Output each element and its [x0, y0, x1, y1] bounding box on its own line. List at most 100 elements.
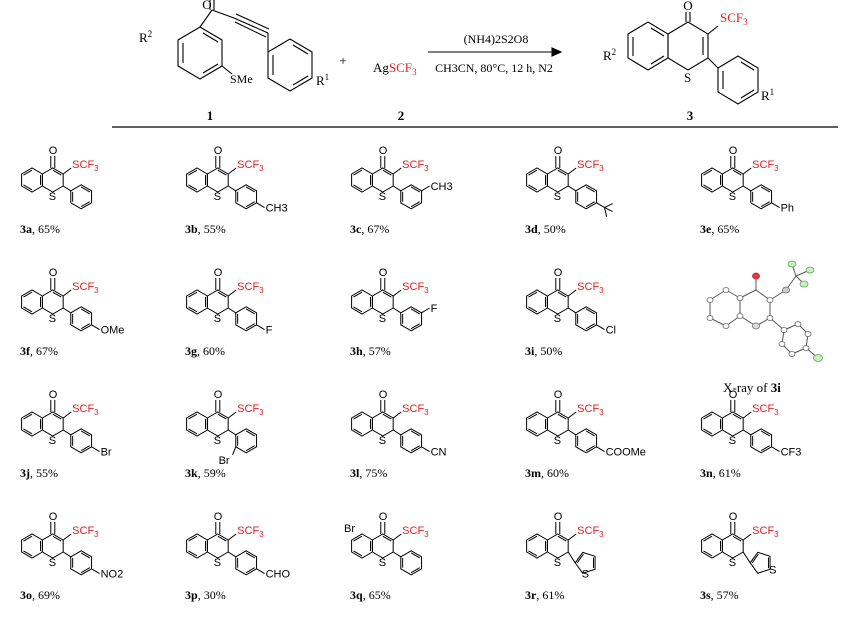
svg-text:CHO: CHO: [266, 569, 291, 581]
svg-text:SCF3: SCF3: [237, 281, 264, 295]
reactant-carbonyl-o: O: [202, 0, 211, 12]
svg-text:SCF3: SCF3: [72, 525, 99, 539]
svg-text:S: S: [214, 435, 221, 447]
compound-label-3i: 3i, 50%: [525, 344, 562, 358]
svg-text:Br: Br: [101, 447, 112, 459]
reactant-1-label: 1: [207, 108, 214, 123]
svg-text:SCF3: SCF3: [72, 281, 99, 295]
conditions-oxidant: (NH4)2S2O8: [464, 32, 529, 46]
svg-text:SCF3: SCF3: [402, 403, 429, 417]
svg-text:O: O: [49, 145, 58, 157]
svg-text:O: O: [49, 511, 58, 523]
svg-text:CH3: CH3: [266, 203, 288, 215]
compound-label-3g: 3g, 60%: [185, 344, 225, 358]
svg-text:SCF3: SCF3: [402, 525, 429, 539]
product-scf3-label: SCF3: [720, 10, 748, 27]
svg-text:COOMe: COOMe: [606, 447, 646, 459]
svg-text:O: O: [379, 145, 388, 157]
svg-text:S: S: [554, 557, 561, 569]
svg-text:SCF3: SCF3: [752, 525, 779, 539]
plus-sign: +: [339, 53, 346, 68]
svg-text:S: S: [582, 568, 589, 580]
compound-label-3q: 3q, 65%: [350, 588, 391, 602]
reactant-sme-label: SMe: [230, 72, 253, 86]
svg-text:O: O: [214, 389, 223, 401]
product-3-label: 3: [687, 108, 694, 123]
svg-text:SCF3: SCF3: [72, 403, 99, 417]
svg-text:CF3: CF3: [781, 447, 802, 459]
reaction-scheme: [112, 0, 838, 128]
svg-text:Ph: Ph: [781, 203, 794, 215]
compound-label-3f: 3f, 67%: [20, 344, 58, 358]
svg-text:SCF3: SCF3: [402, 159, 429, 173]
svg-text:NO2: NO2: [101, 569, 124, 581]
svg-text:SCF3: SCF3: [752, 403, 779, 417]
svg-text:S: S: [554, 191, 561, 203]
product-ring-s: S: [684, 70, 691, 85]
svg-text:SCF3: SCF3: [237, 159, 264, 173]
compound-label-3n: 3n, 61%: [700, 466, 741, 480]
svg-text:SCF3: SCF3: [752, 159, 779, 173]
svg-text:S: S: [769, 564, 776, 576]
svg-text:S: S: [49, 557, 56, 569]
svg-text:O: O: [729, 145, 738, 157]
svg-text:O: O: [214, 267, 223, 279]
svg-text:S: S: [214, 557, 221, 569]
conditions-solvent-temp: CH3CN, 80°C, 12 h, N2: [435, 61, 553, 75]
svg-text:O: O: [214, 145, 223, 157]
svg-text:F: F: [431, 303, 438, 315]
svg-text:S: S: [214, 313, 221, 325]
svg-text:O: O: [554, 267, 563, 279]
svg-text:SCF3: SCF3: [237, 403, 264, 417]
svg-text:S: S: [729, 191, 736, 203]
compound-label-3j: 3j, 55%: [20, 466, 58, 480]
svg-text:CH3: CH3: [431, 181, 453, 193]
compound-label-3r: 3r, 61%: [525, 588, 564, 602]
reagent-2-label: 2: [398, 108, 405, 123]
svg-text:OMe: OMe: [101, 325, 125, 337]
svg-text:O: O: [729, 511, 738, 523]
svg-text:O: O: [729, 389, 738, 401]
svg-text:S: S: [729, 557, 736, 569]
svg-text:O: O: [554, 389, 563, 401]
compound-label-3l: 3l, 75%: [350, 466, 387, 480]
svg-text:O: O: [554, 145, 563, 157]
svg-text:SCF3: SCF3: [577, 525, 604, 539]
svg-text:S: S: [49, 435, 56, 447]
xray-structure: [706, 260, 823, 362]
product-r1-label: R1: [761, 87, 774, 103]
svg-text:SCF3: SCF3: [577, 281, 604, 295]
svg-text:Cl: Cl: [606, 325, 616, 337]
reaction-scheme-text: O R2 SMe R1 1 + AgSCF3 2 (NH4)2S2O8 CH3C…: [139, 0, 774, 123]
svg-text:S: S: [729, 435, 736, 447]
compound-label-3h: 3h, 57%: [350, 344, 391, 358]
svg-text:CN: CN: [431, 447, 447, 459]
svg-text:SCF3: SCF3: [237, 525, 264, 539]
svg-text:O: O: [49, 389, 58, 401]
compound-label-3d: 3d, 50%: [525, 222, 566, 236]
reaction-arrow: [428, 47, 563, 57]
compound-label-3k: 3k, 59%: [185, 466, 226, 480]
svg-text:SCF3: SCF3: [577, 159, 604, 173]
svg-text:O: O: [554, 511, 563, 523]
reactant-r2-label: R2: [139, 29, 152, 45]
compound-label-3b: 3b, 55%: [185, 222, 226, 236]
compound-label-3o: 3o, 69%: [20, 588, 60, 602]
